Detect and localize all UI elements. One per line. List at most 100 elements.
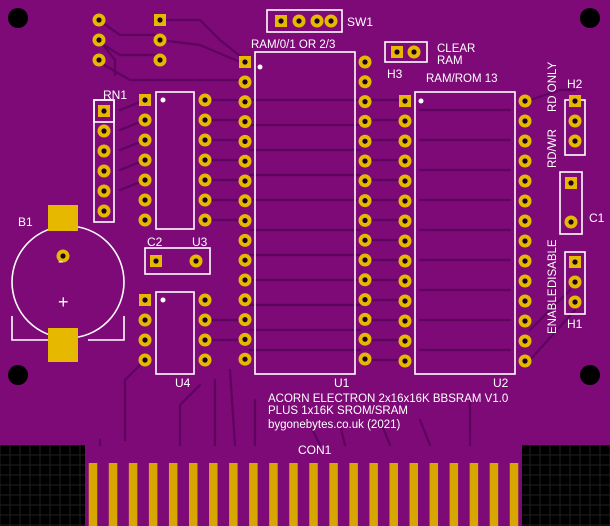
u1-pad-hole	[242, 336, 248, 342]
u1-pad-hole	[242, 317, 248, 323]
connector-finger	[429, 463, 439, 526]
u2-pad-hole	[402, 198, 408, 204]
label-u4: U4	[175, 376, 191, 390]
u2-pad-hole	[522, 138, 528, 144]
u3-pad-hole	[202, 217, 208, 223]
u4-pad-hole	[202, 337, 208, 343]
u1-pad-hole	[362, 158, 368, 164]
u1-pad-hole	[362, 99, 368, 105]
u2-pad-hole	[522, 298, 528, 304]
label-u2: U2	[493, 376, 509, 390]
label-rd-only: RD ONLY	[547, 61, 559, 112]
u1-pad-hole	[242, 178, 248, 184]
rn1-pad-hole	[101, 128, 107, 134]
h3-pad-hole	[394, 49, 400, 55]
u1-pad-hole	[362, 237, 368, 243]
u1-outline	[254, 51, 356, 375]
label-h3: H3	[387, 67, 403, 81]
u2-pad-hole	[522, 318, 528, 324]
label-sw1: SW1	[347, 15, 373, 29]
u1-pad-hole	[362, 257, 368, 263]
u3-pad-hole	[142, 117, 148, 123]
u1-pad-hole	[242, 158, 248, 164]
battery-plus-sign: +	[58, 292, 69, 312]
u2-pad-hole	[402, 278, 408, 284]
rn1-outline	[93, 99, 115, 223]
connector-finger	[409, 463, 419, 526]
u2-pad-hole	[402, 158, 408, 164]
sw1-pad-hole	[296, 18, 302, 24]
connector-finger	[148, 463, 158, 526]
u2-pad-hole	[402, 98, 408, 104]
label-c2: C2	[147, 235, 163, 249]
battery-holder-outline	[11, 316, 125, 341]
u2-pad-hole	[522, 118, 528, 124]
u2-pad-hole	[522, 198, 528, 204]
u1-pad-hole	[362, 79, 368, 85]
u3-pad-hole	[142, 137, 148, 143]
u2-pad-hole	[402, 178, 408, 184]
u2-pad-hole	[522, 358, 528, 364]
rn1-pad-hole	[101, 108, 107, 114]
u3-pad-hole	[142, 217, 148, 223]
u1-pad-hole	[242, 356, 248, 362]
u2-pad-hole	[522, 258, 528, 264]
u3-pad-hole	[202, 177, 208, 183]
connector-finger	[349, 463, 358, 526]
connector-finger	[108, 463, 118, 526]
component-pads	[56, 13, 582, 368]
u4-pad-hole	[142, 297, 148, 303]
h1-outline	[564, 251, 586, 315]
sw1-outline	[266, 9, 343, 33]
label-enable: ENABLE	[547, 288, 559, 334]
u2-pad-hole	[522, 238, 528, 244]
u3-pad-hole	[142, 97, 148, 103]
u1-pad-hole	[242, 237, 248, 243]
u2-pad-hole	[522, 338, 528, 344]
rn1-pad-hole	[101, 148, 107, 154]
u1-pad-hole	[362, 336, 368, 342]
header-pad-hole	[96, 37, 102, 43]
rn1-pad-hole	[101, 188, 107, 194]
header-pad-hole	[157, 17, 163, 23]
u1-pad-hole	[242, 198, 248, 204]
u2-pad-hole	[402, 338, 408, 344]
label-disable: DISABLE	[547, 239, 559, 288]
connector-finger	[269, 463, 278, 526]
label-title-line3: bygonebytes.co.uk (2021)	[268, 419, 401, 431]
u1-pad-hole	[242, 79, 248, 85]
c2-pad-hole	[153, 258, 159, 264]
connector-finger	[389, 463, 398, 526]
u1-pad-hole	[242, 218, 248, 224]
c2-pad-hole	[193, 258, 199, 264]
u1-pad-hole	[362, 138, 368, 144]
u2-pad-hole	[402, 118, 408, 124]
u1-pad-hole	[362, 316, 368, 322]
u4-pad-hole	[142, 337, 148, 343]
mounting-holes	[8, 8, 600, 385]
u2-pad-hole	[402, 258, 408, 264]
mounting-hole-top-right	[580, 8, 600, 28]
u1-pad-hole	[242, 297, 248, 303]
label-u1: U1	[334, 376, 350, 390]
mounting-hole-bottom-left	[8, 365, 28, 385]
connector-finger	[489, 463, 499, 526]
u2-pad-hole	[522, 278, 528, 284]
battery-top-tab	[48, 205, 78, 231]
h2-pad-hole	[572, 118, 578, 124]
sw1-pad-hole	[278, 18, 284, 24]
label-clear: CLEAR	[437, 43, 475, 55]
connector-finger	[229, 463, 238, 526]
u2-pad-hole	[522, 178, 528, 184]
u1-pad-hole	[242, 138, 248, 144]
u1-extra-pad-hole	[242, 59, 248, 65]
battery-minus-sign: -	[58, 253, 63, 270]
label-rd-wr: RD/WR	[547, 129, 559, 168]
u3-pad-hole	[142, 197, 148, 203]
label-h2: H2	[567, 77, 583, 91]
u2-pad-hole	[522, 218, 528, 224]
u1-pad-hole	[242, 119, 248, 125]
u1-pad-hole	[242, 277, 248, 283]
